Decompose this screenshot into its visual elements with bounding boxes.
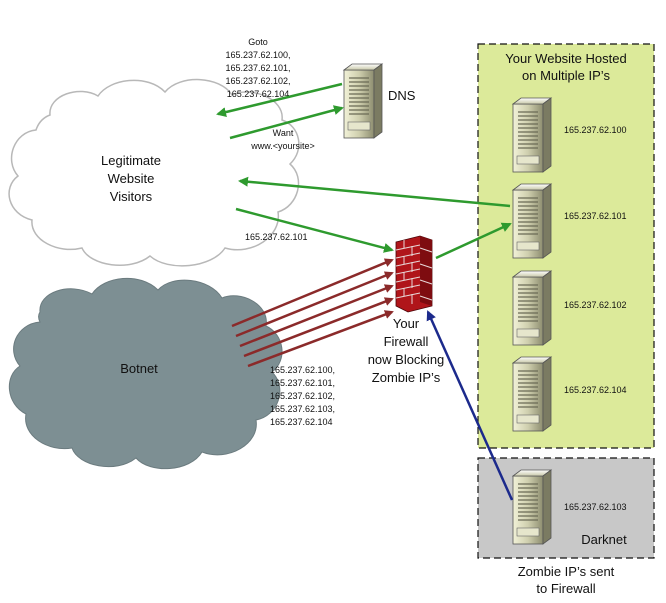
botnet-ip-line-5: 165.237.62.104 <box>270 417 333 427</box>
botnet-attack-arrow <box>247 310 394 368</box>
visitors-label-line-3: Visitors <box>110 189 153 204</box>
server-icon <box>512 469 552 545</box>
botnet-attack-arrow <box>239 284 394 348</box>
server-ip-3: 165.237.62.102 <box>564 300 627 310</box>
server-icon <box>512 356 552 432</box>
botnet-ip-line-1: 165.237.62.100, <box>270 365 335 375</box>
darknet-server-ip: 165.237.62.103 <box>564 502 627 512</box>
botnet-attack-arrow <box>243 297 394 358</box>
dns-server-icon <box>343 63 383 139</box>
dns-reply-line-5: 165.237.62.104 <box>227 89 290 99</box>
server-to-visitors-arrow <box>238 176 511 208</box>
darknet-caption-line-2: to Firewall <box>536 581 595 596</box>
botnet-label: Botnet <box>120 361 158 376</box>
firewall-to-server-arrow <box>435 222 512 260</box>
server-icon <box>512 270 552 346</box>
botnet-cloud <box>8 277 283 470</box>
visitors-cloud <box>8 78 300 267</box>
dns-reply-arrow <box>216 82 343 117</box>
dns-reply-line-2: 165.237.62.100, <box>225 50 290 60</box>
firewall-label-line-4: Zombie IP’s <box>372 370 441 385</box>
visitors-label-line-1: Legitimate <box>101 153 161 168</box>
hosted-zone <box>477 43 655 449</box>
botnet-ip-line-4: 165.237.62.103, <box>270 404 335 414</box>
darknet-caption-line-1: Zombie IP’s sent <box>518 564 615 579</box>
dns-reply-line-1: Goto <box>248 37 268 47</box>
firewall-icon <box>395 235 433 313</box>
visitor-ip-label: 165.237.62.101 <box>245 232 308 242</box>
dns-reply-line-3: 165.237.62.101, <box>225 63 290 73</box>
firewall-label-line-3: now Blocking <box>368 352 445 367</box>
firewall-label-line-1: Your <box>393 316 420 331</box>
botnet-attack-arrow <box>235 271 394 338</box>
server-ip-4: 165.237.62.104 <box>564 385 627 395</box>
dns-reply-line-4: 165.237.62.102, <box>225 76 290 86</box>
botnet-ip-line-2: 165.237.62.101, <box>270 378 335 388</box>
visitors-label-line-2: Website <box>108 171 155 186</box>
dns-request-line-1: Want <box>273 128 294 138</box>
botnet-attack-arrow <box>231 258 394 328</box>
firewall-label-line-2: Firewall <box>384 334 429 349</box>
darknet-to-firewall-arrow <box>426 310 514 501</box>
visitors-to-firewall-arrow <box>235 207 394 253</box>
hosted-title-line-2: on Multiple IP’s <box>522 68 610 83</box>
server-ip-2: 165.237.62.101 <box>564 211 627 221</box>
darknet-zone <box>477 457 655 559</box>
dns-request-arrow <box>229 105 344 140</box>
hosted-title-line-1: Your Website Hosted <box>505 51 626 66</box>
dns-request-line-2: www.<yoursite> <box>250 141 315 151</box>
botnet-ip-line-3: 165.237.62.102, <box>270 391 335 401</box>
server-icon <box>512 97 552 173</box>
dns-label: DNS <box>388 88 416 103</box>
darknet-label: Darknet <box>581 532 627 547</box>
server-ip-1: 165.237.62.100 <box>564 125 627 135</box>
server-icon <box>512 183 552 259</box>
